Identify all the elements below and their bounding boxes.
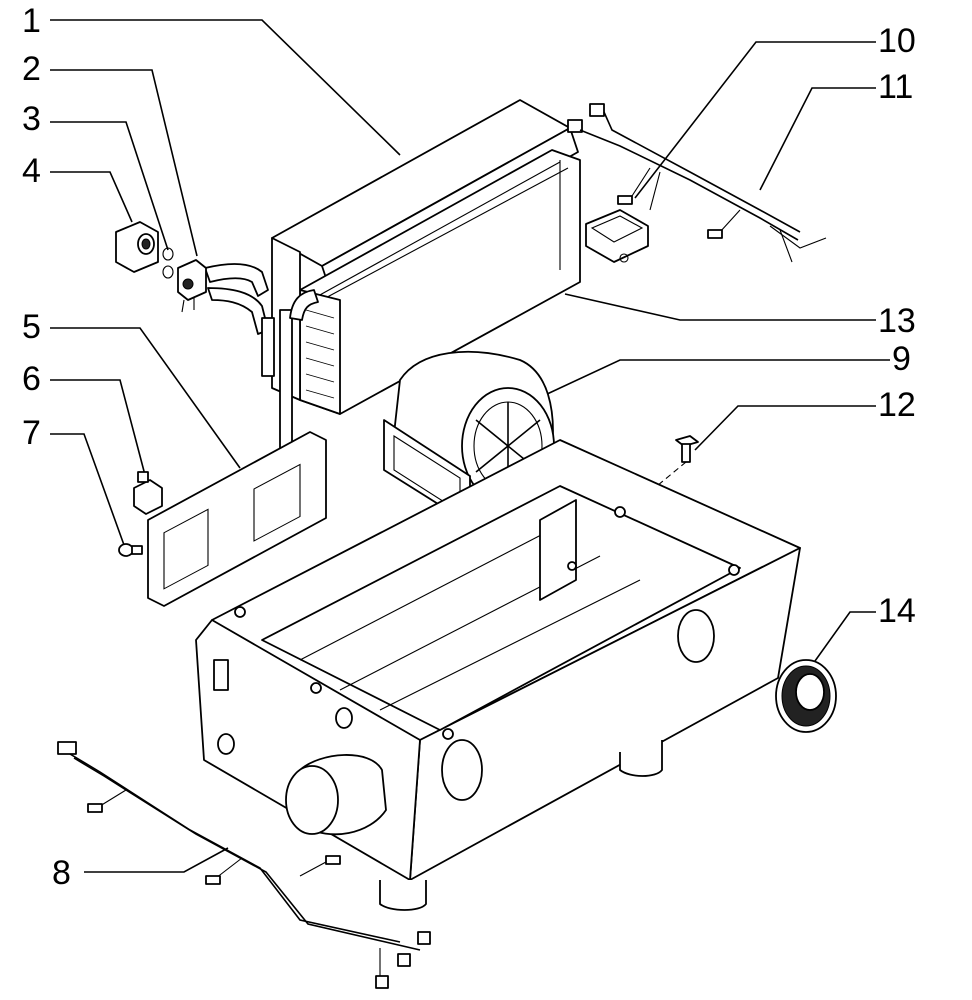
pipe-drop-2 <box>279 309 293 451</box>
o-ring-2 <box>162 265 174 279</box>
side-opening-right <box>677 609 715 663</box>
leader-9 <box>544 359 890 396</box>
relay-body <box>133 479 163 515</box>
callout-4: 4 <box>22 152 41 190</box>
leader-3 <box>50 121 169 251</box>
callout-7: 7 <box>22 414 41 452</box>
leader-13 <box>564 293 876 321</box>
harness-connector-g <box>417 931 431 945</box>
pipe-drop-1 <box>261 317 275 377</box>
side-opening-left <box>441 739 483 801</box>
upper-wiring-harness <box>567 103 827 263</box>
leader-5 <box>50 327 241 469</box>
main-housing <box>195 439 801 881</box>
grille-left <box>163 508 209 590</box>
connector-a <box>589 103 605 117</box>
o-ring-1 <box>162 247 174 261</box>
drain-hole <box>217 733 235 755</box>
leader-11 <box>759 87 876 191</box>
pipe-bend <box>289 289 319 321</box>
pipe-lower <box>207 287 269 335</box>
callout-10: 10 <box>878 22 916 60</box>
harness-connector-d <box>325 855 341 865</box>
leader-lines <box>50 19 890 873</box>
switch-body <box>177 259 207 301</box>
duct-mouth <box>285 765 339 835</box>
grille-right <box>253 463 301 542</box>
callout-5: 5 <box>22 308 41 346</box>
harness-connector-e <box>375 975 389 989</box>
harness-connector-f <box>397 953 411 967</box>
leader-1 <box>50 19 401 156</box>
relay <box>133 471 163 515</box>
housing-bolts <box>234 506 740 740</box>
callout-labels: 1 2 3 4 5 6 7 8 9 10 11 12 13 14 <box>22 2 916 892</box>
grommet <box>775 659 837 733</box>
callout-8: 8 <box>52 854 71 892</box>
callout-3: 3 <box>22 100 41 138</box>
lower-wiring-harness <box>57 741 431 989</box>
pipe-upper <box>204 263 269 297</box>
housing-feet <box>379 740 663 911</box>
core-fins <box>305 309 335 399</box>
leader-7 <box>50 433 125 546</box>
connector-d <box>707 229 723 239</box>
callout-9: 9 <box>892 340 911 378</box>
harness-connector-c <box>205 875 221 885</box>
control-module <box>585 209 649 263</box>
inner-bulkhead <box>539 499 577 601</box>
leader-2 <box>50 69 198 257</box>
leader-8 <box>84 847 229 873</box>
cover-panel <box>147 431 327 607</box>
callout-13: 13 <box>878 302 916 340</box>
callout-11: 11 <box>878 68 913 106</box>
duct-outlet <box>285 754 387 836</box>
screw <box>118 543 143 557</box>
connector-b <box>567 119 583 133</box>
leader-14 <box>809 611 876 669</box>
connector-c <box>617 195 633 205</box>
leader-4 <box>50 171 133 223</box>
callout-2: 2 <box>22 50 41 88</box>
harness-connector-main <box>57 741 77 755</box>
pressure-switch <box>177 259 207 313</box>
leader-6 <box>50 379 146 476</box>
callout-6: 6 <box>22 360 41 398</box>
cover-plate <box>147 431 327 607</box>
callout-14: 14 <box>878 592 916 630</box>
callout-12: 12 <box>878 386 916 424</box>
screw-head <box>118 543 134 557</box>
leader-12 <box>694 405 876 451</box>
expansion-valve <box>115 221 159 273</box>
harness-connector-b <box>87 803 103 813</box>
o-ring-seals <box>162 247 174 279</box>
heater-core-assembly <box>271 99 581 415</box>
leader-10 <box>634 41 876 199</box>
callout-1: 1 <box>22 2 41 40</box>
